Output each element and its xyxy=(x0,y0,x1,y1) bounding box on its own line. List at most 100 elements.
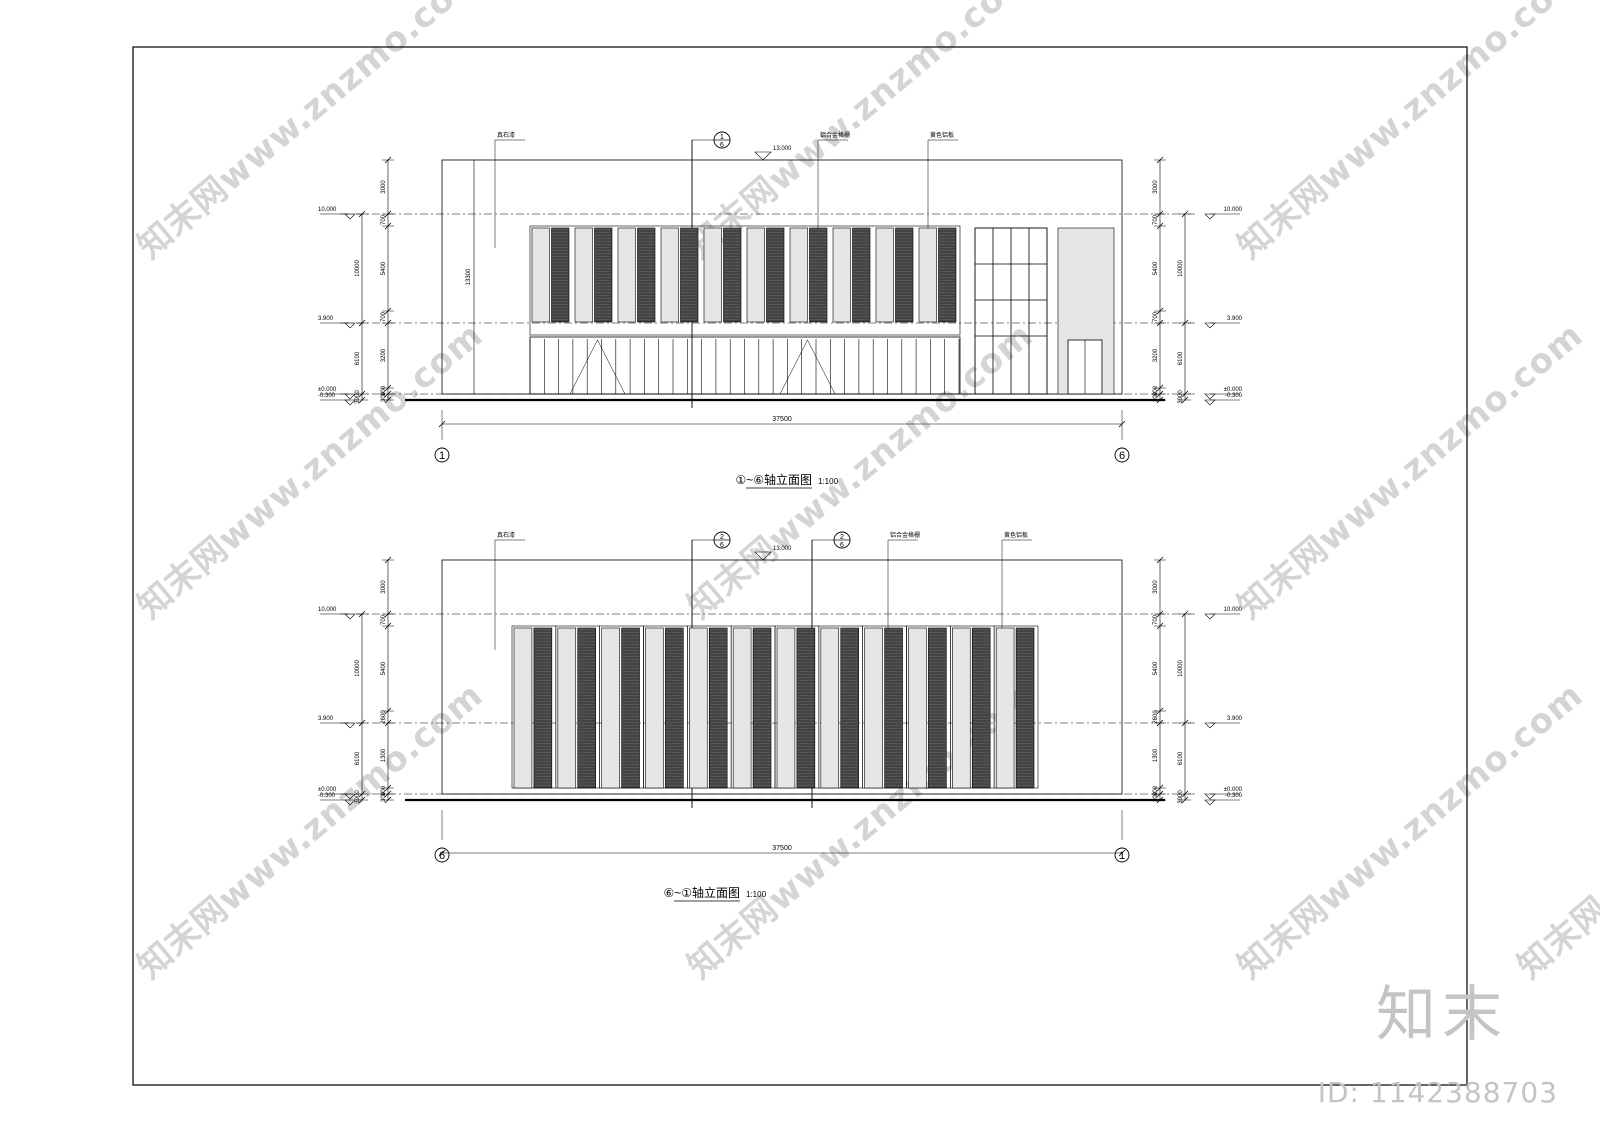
elevation-value: ±0.000 xyxy=(318,787,337,793)
louver-panel xyxy=(594,227,613,323)
elevation-value: -0.300 xyxy=(1225,393,1243,399)
drawing-scale: 1:100 xyxy=(746,890,767,899)
dim-inner-left-text: 300 xyxy=(381,385,387,396)
section-mark-top: 2 xyxy=(840,534,844,541)
dim-inner-left-text: 1300 xyxy=(381,748,387,762)
elevation-value: 10.000 xyxy=(318,607,337,613)
watermark-text: 知末网www.znzmo.com xyxy=(130,0,491,267)
note-text: 真石漆 xyxy=(497,131,515,139)
dim-inner-left-text: 2600 xyxy=(381,710,387,724)
louver-panel xyxy=(809,227,828,323)
elevation-value: 10.000 xyxy=(1224,207,1243,213)
note-text: 真石漆 xyxy=(497,531,515,539)
watermark-layer: 知末网www.znzmo.com 知末网www.znzmo.com 知末网www.z… xyxy=(130,0,1600,987)
dim-inner-left-text: 700 xyxy=(381,614,387,625)
dim-inner-left-text: 5400 xyxy=(381,661,387,675)
stone-paint-panel xyxy=(601,627,620,789)
dim-inner-right-text: 5400 xyxy=(1153,661,1159,675)
drawing-title: ⑥~①轴立面图 xyxy=(663,885,740,900)
section-mark-bottom: 6 xyxy=(720,142,724,149)
stone-paint-panel xyxy=(513,627,533,789)
dim-inner-left-text: 5400 xyxy=(381,261,387,275)
elevation-triangle xyxy=(1204,613,1216,620)
elevation-triangle xyxy=(1204,213,1216,220)
grid-axis-bubble xyxy=(434,847,450,863)
watermark-text: 知末网www.znzmo.com xyxy=(680,0,1041,267)
dim-outer-right-text: 6100 xyxy=(1178,351,1184,365)
louver-panel xyxy=(938,227,957,323)
elevation-triangle xyxy=(1204,322,1216,329)
dim-inner-left-text: 700 xyxy=(381,214,387,225)
grid-axis-label: 6 xyxy=(1119,450,1125,462)
elevation-value: -0.300 xyxy=(318,793,336,799)
elevation-triangle xyxy=(344,722,356,729)
elevation-value: 3.900 xyxy=(1227,316,1243,322)
section-mark-top: 1 xyxy=(720,134,724,141)
elevation-triangle xyxy=(344,213,356,220)
stone-paint-panel xyxy=(776,627,796,789)
grid-axis-bubble xyxy=(1114,847,1130,863)
brand-logo: 知末 xyxy=(1376,980,1508,1050)
dim-inner-right-text: 3000 xyxy=(1153,580,1159,594)
louver-panel xyxy=(723,227,742,323)
dim-inner-right-text: 700 xyxy=(1153,311,1159,322)
dim-inner-right-text: 5400 xyxy=(1153,261,1159,275)
overall-dimension-text: 37500 xyxy=(772,845,792,852)
stone-paint-panel xyxy=(732,627,752,789)
note-text: 黄色铝板 xyxy=(930,131,954,139)
elevation-triangle xyxy=(344,393,356,400)
dim-tick xyxy=(438,420,446,428)
elevation-value: ±0.000 xyxy=(1224,387,1243,393)
stone-paint-panel xyxy=(557,627,577,789)
louver-panel xyxy=(680,227,699,323)
height-dimension-text: 13300 xyxy=(466,268,472,285)
elevation-value: -0.300 xyxy=(1225,793,1243,799)
elevation-triangle xyxy=(1204,393,1216,400)
section-mark-top: 2 xyxy=(720,534,724,541)
dim-outer-left-text: 6100 xyxy=(355,751,361,765)
louver-panel xyxy=(637,227,656,323)
watermark-text: 知末网www.znzmo.com xyxy=(130,315,491,627)
stone-paint-panel xyxy=(918,227,937,323)
elevation-value: -0.300 xyxy=(318,393,336,399)
watermark-text: 知末网www.znzmo.com xyxy=(1230,315,1591,627)
dim-outer-left-text: 6100 xyxy=(355,351,361,365)
elevation-triangle xyxy=(1204,799,1216,806)
roof-elevation-triangle xyxy=(754,551,772,561)
stone-paint-panel xyxy=(703,227,722,323)
grid-axis-bubble xyxy=(434,447,450,463)
dim-inner-left-text: 300 xyxy=(381,785,387,796)
dim-inner-right-text: 2600 xyxy=(1153,710,1159,724)
dim-outer-right-text: 3900 xyxy=(1178,790,1184,804)
dim-inner-right-text: 300 xyxy=(1153,385,1159,396)
dim-inner-left-text: 3200 xyxy=(381,348,387,362)
stone-paint-panel xyxy=(789,227,808,323)
stone-paint-panel xyxy=(832,227,851,323)
dim-inner-right-text: 300 xyxy=(1153,791,1159,802)
stone-paint-panel xyxy=(645,627,664,789)
elevation-triangle xyxy=(1204,793,1216,800)
elevation-value: 3.900 xyxy=(318,316,334,322)
grid-axis-label: 1 xyxy=(439,450,445,462)
dim-outer-right-text: 3900 xyxy=(1178,390,1184,404)
door-swing xyxy=(569,339,598,395)
dim-inner-left-text: 300 xyxy=(381,391,387,402)
louver-panel xyxy=(895,227,914,323)
elevation-value: 3.900 xyxy=(1227,716,1243,722)
stone-paint-panel xyxy=(995,627,1015,789)
dim-inner-right-text: 700 xyxy=(1153,214,1159,225)
dim-inner-right-text: 1300 xyxy=(1153,748,1159,762)
stone-paint-panel xyxy=(952,627,971,789)
stone-paint-panel xyxy=(746,227,765,323)
watermark-text: 知末网www.znzmo.com xyxy=(680,315,1041,627)
sheet-border xyxy=(132,46,1468,1086)
stone-paint-panel xyxy=(875,227,894,323)
dim-inner-right-text: 3000 xyxy=(1153,180,1159,194)
stone-paint-panel xyxy=(908,627,927,789)
roof-elevation-text: 13.000 xyxy=(773,146,792,152)
louver-panel xyxy=(551,227,570,323)
dim-inner-right-text: 3200 xyxy=(1153,348,1159,362)
stone-paint-panel xyxy=(660,227,679,323)
dim-outer-left-text: 3900 xyxy=(355,390,361,404)
